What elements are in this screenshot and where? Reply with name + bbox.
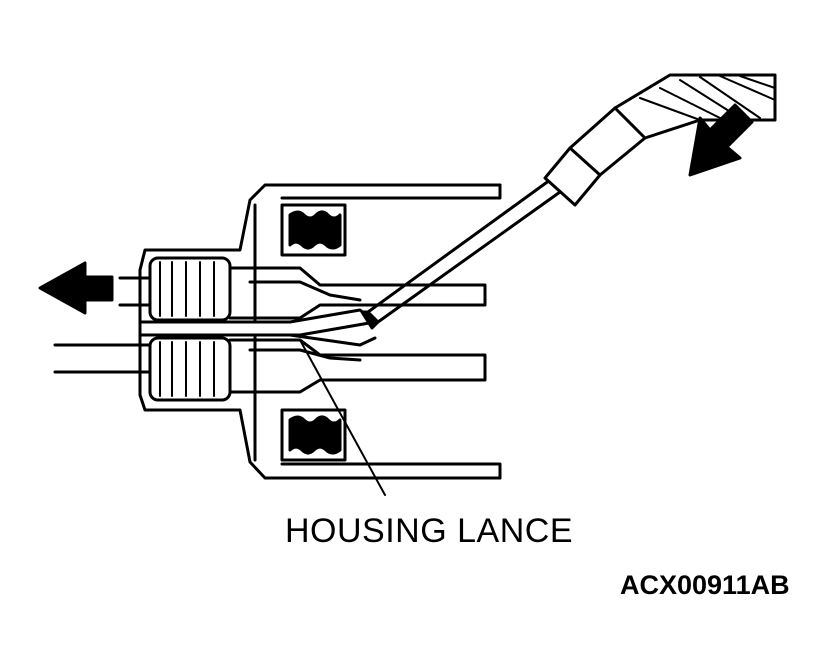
wire-upper bbox=[118, 276, 152, 307]
connector-housing bbox=[138, 183, 502, 480]
wire-lower bbox=[53, 343, 152, 374]
terminal-upper bbox=[228, 266, 487, 320]
screwdriver-icon bbox=[360, 73, 777, 330]
upper-seal bbox=[280, 203, 347, 257]
wire-seal-lower bbox=[148, 336, 232, 402]
housing-lance-label: HOUSING LANCE bbox=[285, 512, 573, 550]
push-direction-arrow-icon bbox=[688, 103, 754, 177]
pull-direction-arrow-icon bbox=[38, 261, 114, 315]
figure-code: ACX00911AB bbox=[620, 570, 790, 600]
callout-leader-line bbox=[299, 339, 386, 496]
wire-seal-upper bbox=[148, 256, 232, 322]
lower-seal bbox=[280, 408, 347, 462]
terminal-lower bbox=[228, 338, 487, 394]
